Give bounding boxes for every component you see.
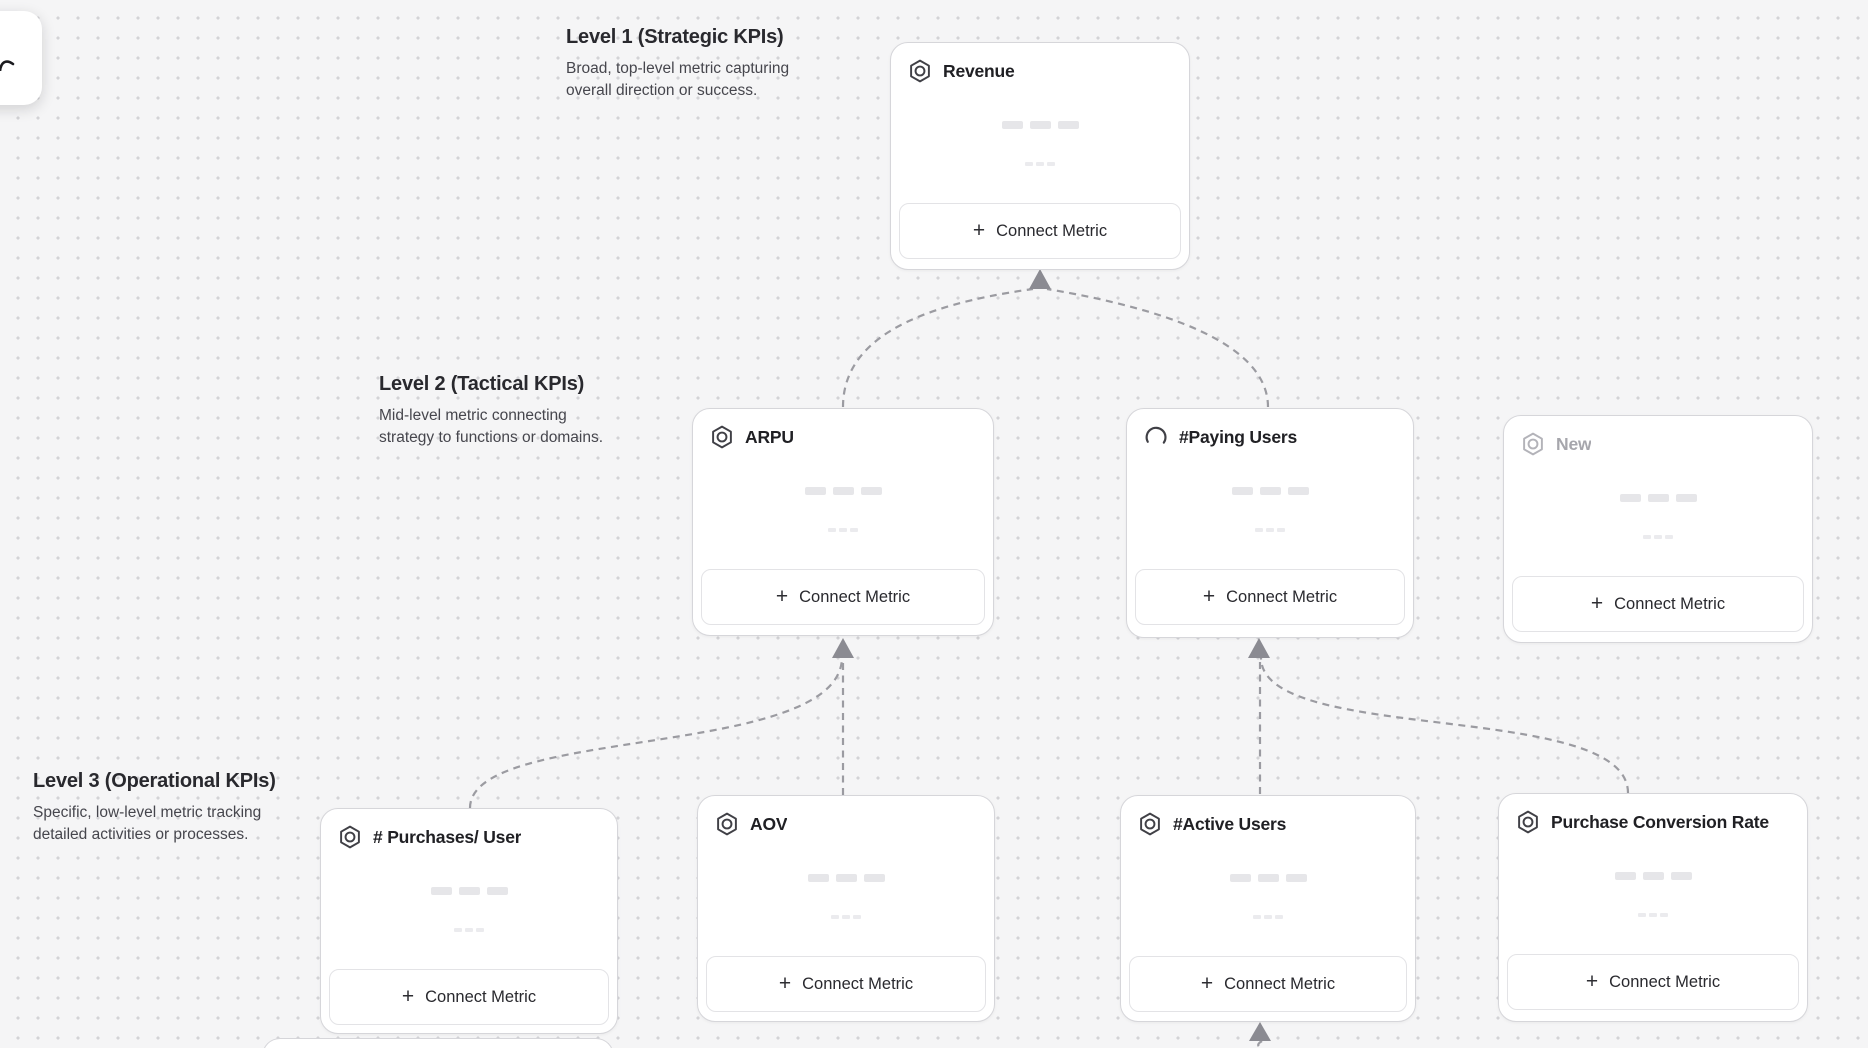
metric-card-title: #Paying Users bbox=[1179, 426, 1298, 447]
connect-metric-label: Connect Metric bbox=[996, 221, 1108, 240]
connect-metric-button[interactable]: + Connect Metric bbox=[1129, 956, 1407, 1012]
hexagon-metric-icon bbox=[1137, 811, 1163, 837]
level-3-description: Specific, low-level metric tracking deta… bbox=[33, 804, 262, 843]
metric-card-title: Revenue bbox=[943, 60, 1015, 81]
connect-metric-label: Connect Metric bbox=[1226, 587, 1338, 606]
metric-card-revenue[interactable]: Revenue + Connect Metric bbox=[890, 42, 1190, 270]
connect-metric-button[interactable]: + Connect Metric bbox=[701, 569, 985, 625]
card-header: ARPU bbox=[709, 424, 979, 450]
connect-metric-button[interactable]: + Connect Metric bbox=[329, 969, 609, 1025]
card-header: #Paying Users bbox=[1143, 424, 1399, 450]
metric-card-purchase-conversion-rate[interactable]: Purchase Conversion Rate + Connect Metri… bbox=[1498, 793, 1808, 1022]
level-3-label: Level 3 (Operational KPIs) Specific, low… bbox=[33, 770, 276, 846]
card-header: AOV bbox=[714, 811, 980, 837]
hexagon-metric-icon bbox=[1515, 809, 1541, 835]
level-1-description: Broad, top-level metric capturing overal… bbox=[566, 60, 790, 99]
hexagon-metric-icon bbox=[709, 424, 735, 450]
plus-icon: + bbox=[1200, 971, 1214, 995]
connect-metric-label: Connect Metric bbox=[799, 587, 911, 606]
metric-card-title: Purchase Conversion Rate bbox=[1551, 811, 1769, 832]
metric-card-title: ARPU bbox=[745, 426, 794, 447]
metric-card-title: #Active Users bbox=[1173, 813, 1287, 834]
loading-spinner-icon bbox=[1143, 424, 1169, 450]
metric-card-title: New bbox=[1556, 433, 1592, 454]
level-3-title: Level 3 (Operational KPIs) bbox=[33, 770, 276, 792]
floating-tool-panel-partial[interactable] bbox=[0, 11, 42, 105]
plus-icon: + bbox=[778, 971, 792, 995]
arrow-up-into-paying-users bbox=[1248, 638, 1270, 658]
hexagon-metric-icon bbox=[1520, 431, 1546, 457]
connect-metric-button[interactable]: + Connect Metric bbox=[1512, 576, 1804, 632]
metric-card-paying-users[interactable]: #Paying Users + Connect Metric bbox=[1126, 408, 1414, 638]
plus-icon: + bbox=[972, 218, 986, 242]
card-header: # Purchases/ User bbox=[337, 824, 603, 850]
connect-metric-label: Connect Metric bbox=[1224, 974, 1336, 993]
cursor-tool-icon bbox=[0, 60, 15, 71]
metric-card-new[interactable]: New + Connect Metric bbox=[1503, 415, 1813, 643]
connect-metric-label: Connect Metric bbox=[802, 974, 914, 993]
metric-card-aov[interactable]: AOV + Connect Metric bbox=[697, 795, 995, 1022]
connect-metric-button[interactable]: + Connect Metric bbox=[1507, 954, 1799, 1010]
card-header: Purchase Conversion Rate bbox=[1515, 809, 1793, 835]
level-1-title: Level 1 (Strategic KPIs) bbox=[566, 26, 784, 48]
connect-metric-label: Connect Metric bbox=[1609, 972, 1721, 991]
plus-icon: + bbox=[1585, 969, 1599, 993]
hexagon-metric-icon bbox=[907, 58, 933, 84]
connect-metric-button[interactable]: + Connect Metric bbox=[706, 956, 986, 1012]
connect-metric-label: Connect Metric bbox=[1614, 594, 1726, 613]
metric-card-title: # Purchases/ User bbox=[373, 826, 522, 847]
plus-icon: + bbox=[775, 584, 789, 608]
level-2-description: Mid-level metric connecting strategy to … bbox=[379, 407, 604, 446]
metric-card-purchases-per-user[interactable]: # Purchases/ User + Connect Metric bbox=[320, 808, 618, 1034]
plus-icon: + bbox=[401, 984, 415, 1008]
connect-metric-button[interactable]: + Connect Metric bbox=[899, 203, 1181, 259]
card-header: #Active Users bbox=[1137, 811, 1401, 837]
plus-icon: + bbox=[1202, 584, 1216, 608]
level-2-label: Level 2 (Tactical KPIs) Mid-level metric… bbox=[379, 373, 603, 449]
plus-icon: + bbox=[1590, 591, 1604, 615]
metric-card-title: AOV bbox=[750, 813, 788, 834]
card-header: New bbox=[1520, 431, 1798, 457]
connect-metric-button[interactable]: + Connect Metric bbox=[1135, 569, 1405, 625]
level-1-label: Level 1 (Strategic KPIs) Broad, top-leve… bbox=[566, 26, 789, 102]
arrow-up-into-arpu bbox=[832, 638, 854, 658]
metric-card-partial-bottom[interactable] bbox=[262, 1038, 614, 1048]
connect-metric-label: Connect Metric bbox=[425, 987, 537, 1006]
metric-card-arpu[interactable]: ARPU + Connect Metric bbox=[692, 408, 994, 636]
arrow-up-into-revenue bbox=[1029, 269, 1051, 289]
arrow-up-into-active-users bbox=[1249, 1022, 1271, 1041]
level-2-title: Level 2 (Tactical KPIs) bbox=[379, 373, 585, 395]
hexagon-metric-icon bbox=[337, 824, 363, 850]
card-header: Revenue bbox=[907, 58, 1175, 84]
metric-card-active-users[interactable]: #Active Users + Connect Metric bbox=[1120, 795, 1416, 1022]
hexagon-metric-icon bbox=[714, 811, 740, 837]
